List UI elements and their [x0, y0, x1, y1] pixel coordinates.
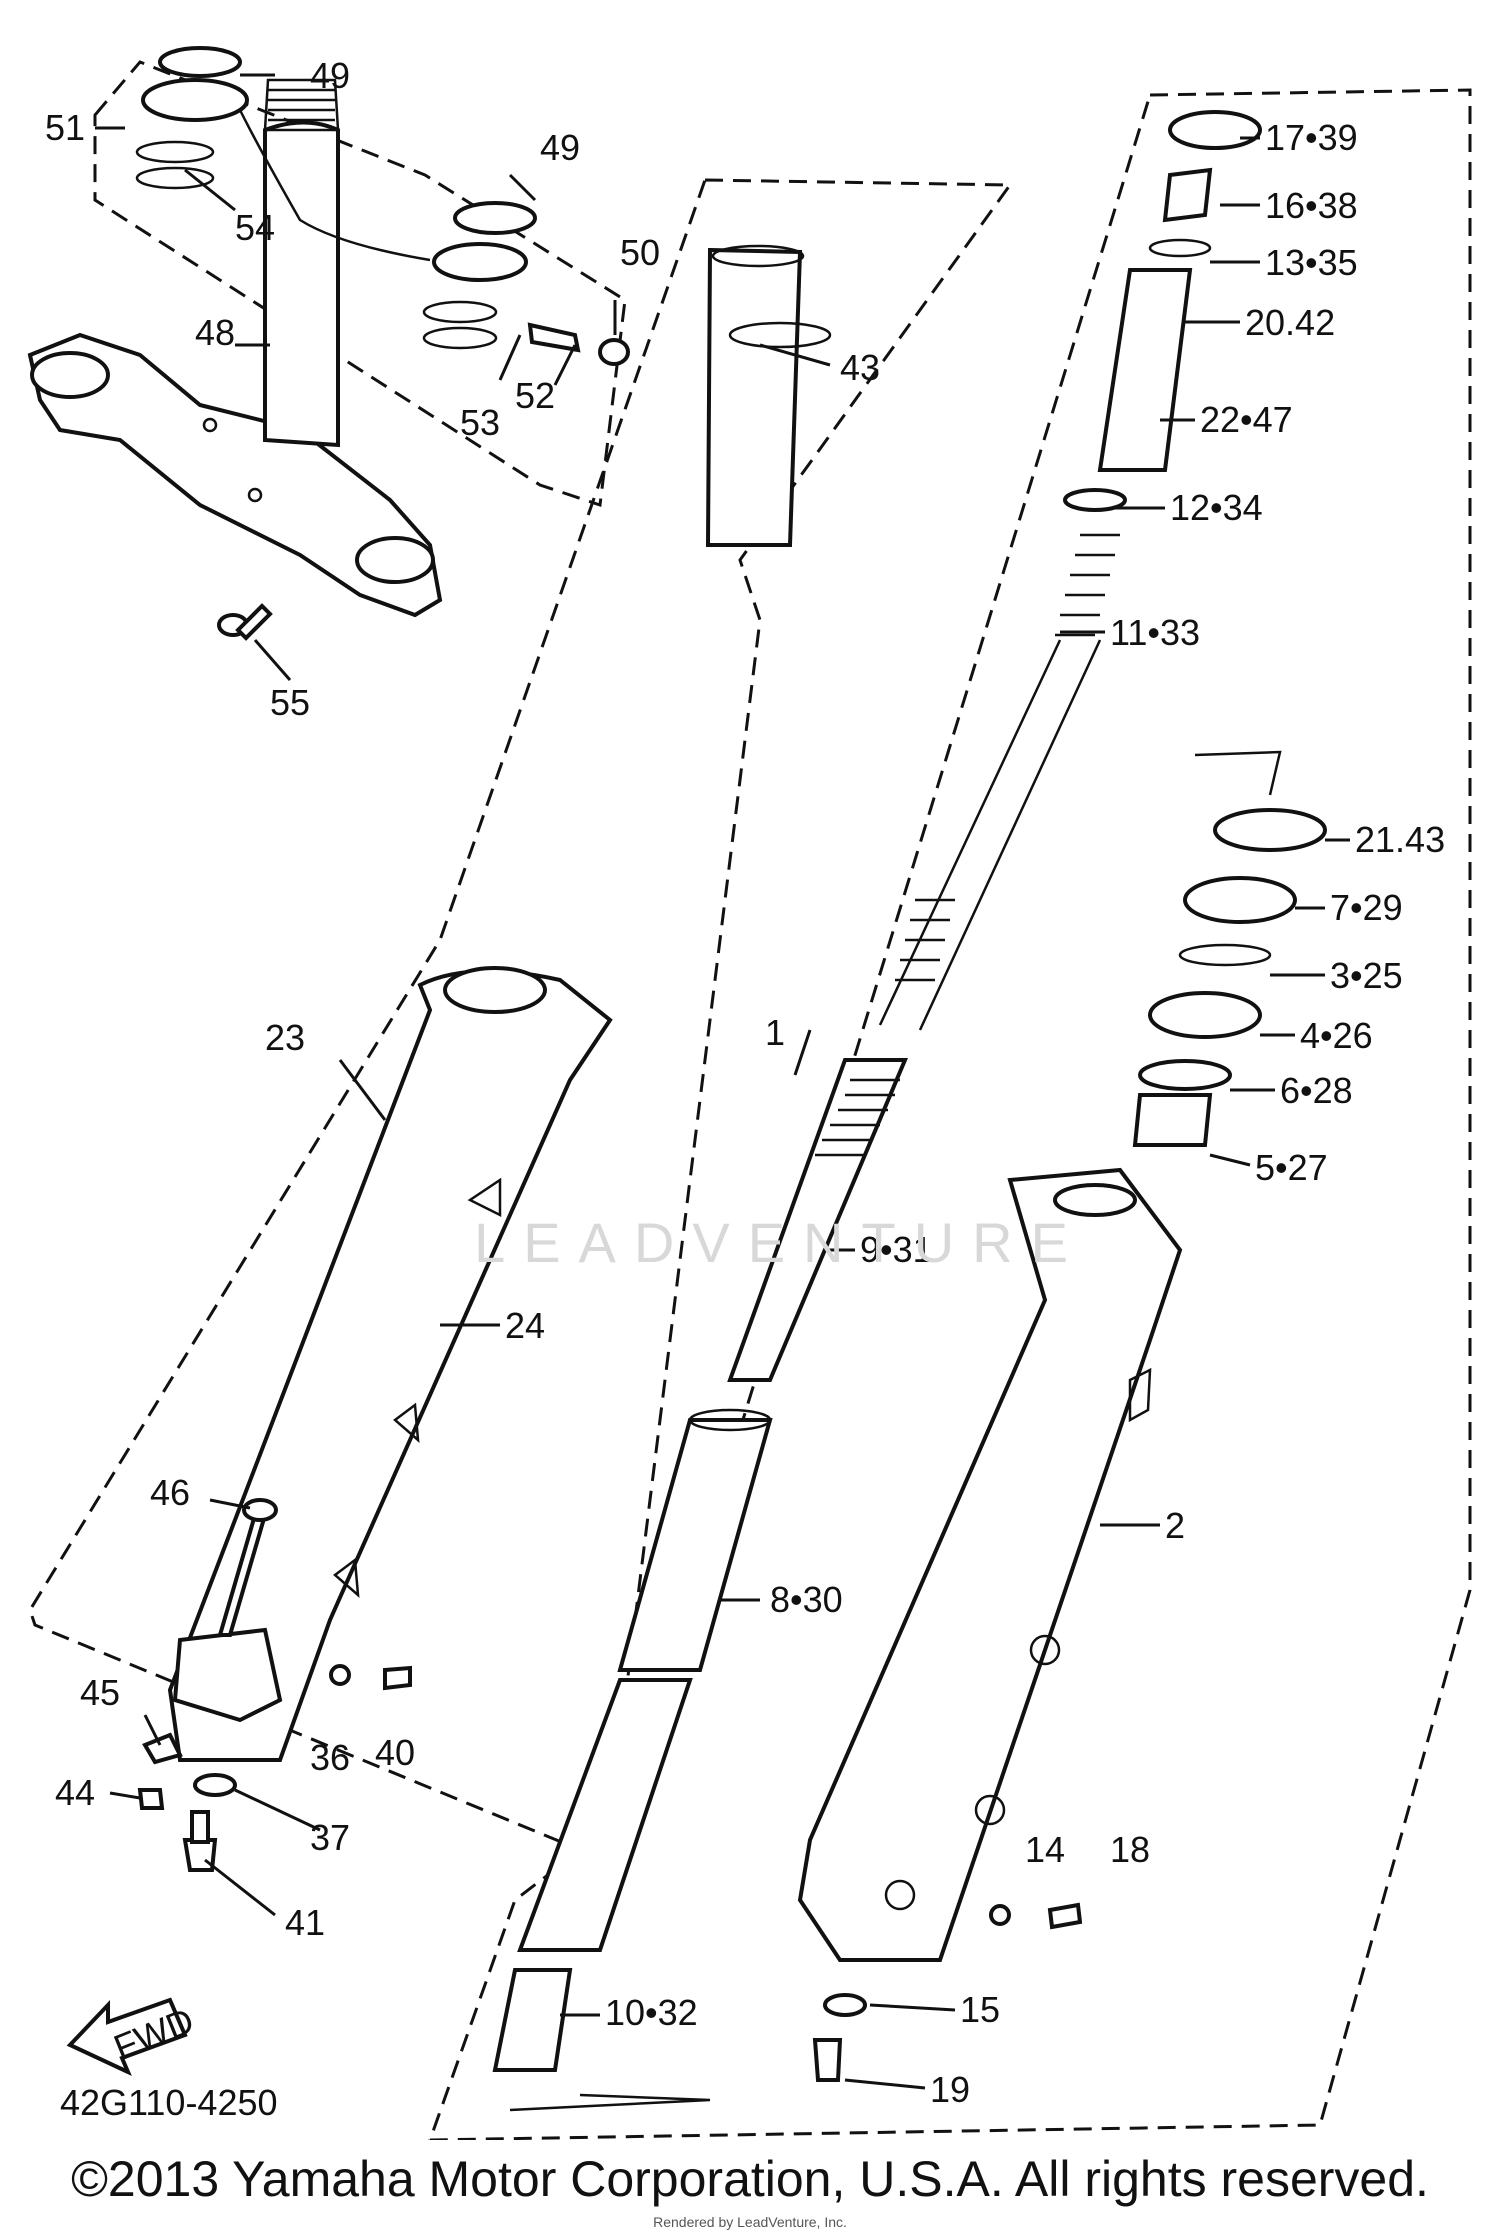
- callout-24: 24: [505, 1305, 545, 1346]
- callout-43: 43: [840, 347, 880, 388]
- callout-15: 15: [960, 1989, 1000, 2030]
- callout-21-43: 21.43: [1355, 819, 1445, 860]
- callout-23: 23: [265, 1017, 305, 1058]
- callout-52: 52: [515, 375, 555, 416]
- callout-45: 45: [80, 1672, 120, 1713]
- callout-20-42: 20.42: [1245, 302, 1335, 343]
- callout-7-29: 7•29: [1330, 887, 1403, 928]
- callout-17-39: 17•39: [1265, 117, 1358, 158]
- diagram-code: 42G110-4250: [60, 2082, 278, 2123]
- callout-6-28: 6•28: [1280, 1070, 1353, 1111]
- slide-metal-8: [617, 1408, 773, 1672]
- callout-3-25: 3•25: [1330, 955, 1403, 996]
- callout-2: 2: [1165, 1505, 1185, 1546]
- fwd-arrow-icon: FWD: [66, 1997, 199, 2077]
- outline-right-fork-group: [428, 88, 1472, 2140]
- right-fork-upper-parts: [1063, 110, 1262, 512]
- callout-46: 46: [150, 1472, 190, 1513]
- right-fork-seal-parts: [1132, 808, 1327, 1147]
- right-fork-outer-tube: [797, 1167, 1183, 1962]
- damper-rod-9: [727, 1058, 909, 1382]
- callout-19: 19: [930, 2069, 970, 2110]
- callout-49-lower: 49: [540, 127, 580, 168]
- callout-8-30: 8•30: [770, 1579, 843, 1620]
- copyright-notice: ©2013 Yamaha Motor Corporation, U.S.A. A…: [71, 2151, 1429, 2207]
- bracket-lower-parts: [509, 2093, 711, 2112]
- leader-lines: [95, 73, 1350, 2090]
- exploded-parts-diagram: FWD: [27, 46, 1472, 2140]
- callout-1: 1: [765, 1012, 785, 1053]
- callout-48: 48: [195, 312, 235, 353]
- callout-41: 41: [285, 1902, 325, 1943]
- spring-11: [878, 533, 1120, 1031]
- callout-11-33: 11•33: [1110, 612, 1200, 653]
- callout-10-32: 10•32: [605, 1992, 698, 2033]
- callout-labels: 51 49 54 48 49 50 52 53 55 43 17•39 16•3…: [45, 55, 1445, 2123]
- callout-16-38: 16•38: [1265, 185, 1358, 226]
- callout-13-35: 13•35: [1265, 242, 1358, 283]
- inner-tube-43: [728, 321, 832, 349]
- callout-55: 55: [270, 682, 310, 723]
- callout-50: 50: [620, 232, 660, 273]
- callout-37: 37: [310, 1817, 350, 1858]
- render-footnote: Rendered by LeadVenture, Inc.: [653, 2214, 847, 2230]
- left-fork-small-parts: [137, 1498, 412, 1872]
- callout-9-31: 9•31: [860, 1229, 933, 1270]
- under-bracket-assembly: [27, 78, 443, 618]
- callout-12-34: 12•34: [1170, 487, 1263, 528]
- callout-36: 36: [310, 1737, 350, 1778]
- bracket-inner-cartridge: [1194, 750, 1282, 796]
- callout-51: 51: [45, 107, 85, 148]
- callout-53: 53: [460, 402, 500, 443]
- callout-54: 54: [235, 207, 275, 248]
- watermark-text: LEADVENTURE: [474, 1211, 1086, 1274]
- cylinder-10: [492, 1678, 693, 2072]
- callout-4-26: 4•26: [1300, 1015, 1373, 1056]
- callout-5-27: 5•27: [1255, 1147, 1328, 1188]
- right-fork-bottom-parts: [812, 1902, 1083, 2082]
- callout-44: 44: [55, 1772, 95, 1813]
- mounting-bolt-55: [217, 603, 273, 641]
- callout-14: 14: [1025, 1829, 1065, 1870]
- bearings-and-races: [135, 46, 630, 366]
- callout-18: 18: [1110, 1829, 1150, 1870]
- callout-49-upper: 49: [310, 55, 350, 96]
- callout-40: 40: [375, 1732, 415, 1773]
- callout-22-47: 22•47: [1200, 399, 1293, 440]
